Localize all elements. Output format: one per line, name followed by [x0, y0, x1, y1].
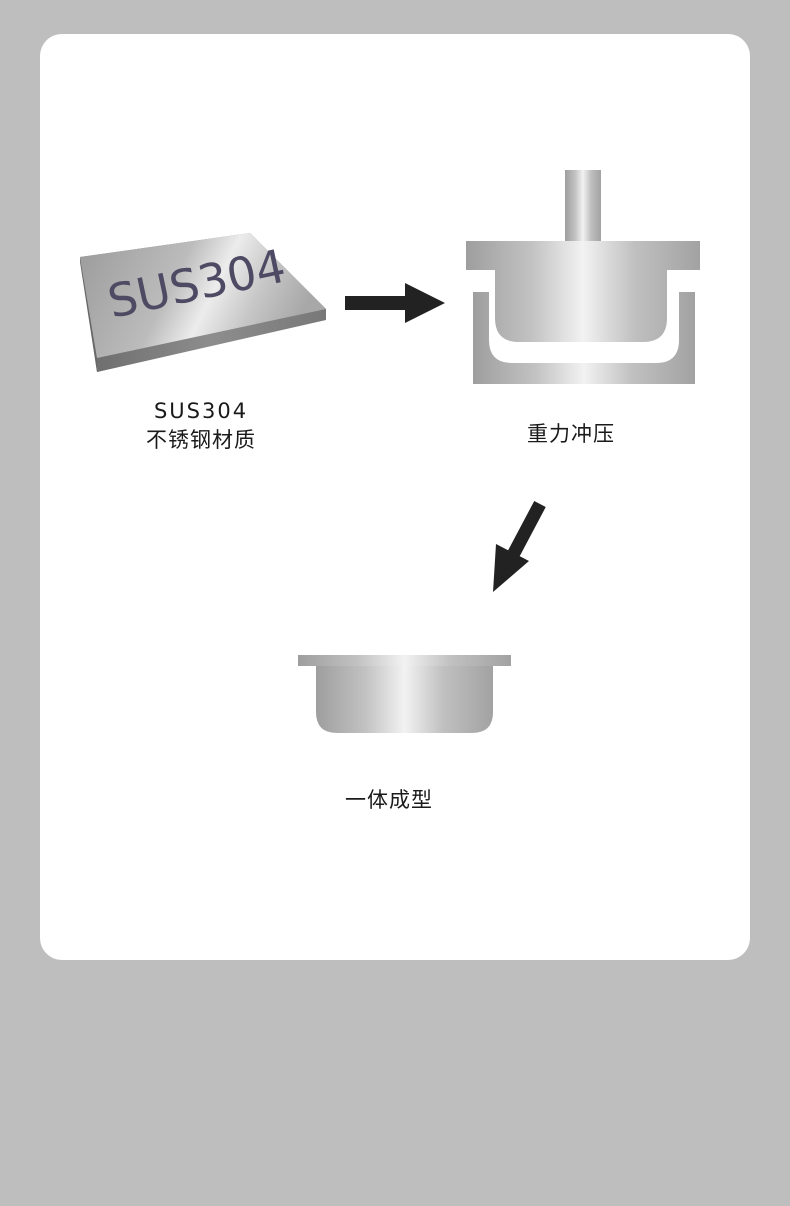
formed-basket	[298, 655, 511, 733]
arrow-down-left-icon	[493, 500, 546, 592]
material-grade: SUS304	[153, 399, 249, 423]
press-die	[466, 170, 700, 384]
process-card	[40, 34, 750, 960]
material-name: 不锈钢材质	[146, 428, 256, 452]
step-label-material: SUS304 不锈钢材质	[120, 397, 282, 455]
step-label-formed: 一体成型	[345, 788, 433, 812]
step-label-press: 重力冲压	[527, 422, 615, 446]
arrow-right-icon	[345, 283, 445, 323]
steel-plate: SUS304	[80, 233, 326, 372]
